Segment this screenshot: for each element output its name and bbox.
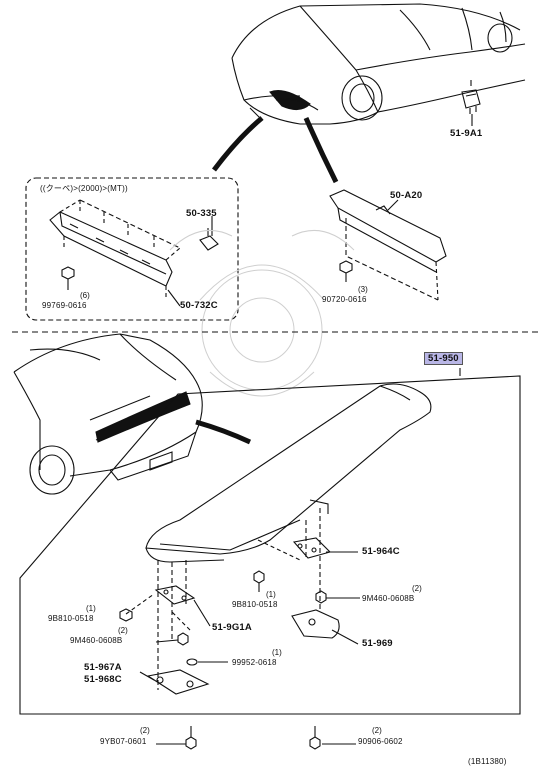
qty-9B810-mid: (1) — [266, 590, 276, 599]
clip-51-9A1 — [461, 80, 481, 126]
part-51-9G1A[interactable]: 51-9G1A — [212, 622, 252, 633]
bracket-50-A20 — [329, 189, 447, 301]
qty-9YB07: (2) — [140, 726, 150, 735]
part-50-A20[interactable]: 50-A20 — [390, 190, 423, 201]
part-99952-0618[interactable]: 99952-0618 — [232, 658, 277, 667]
part-9B810-0518-mid[interactable]: 9B810-0518 — [232, 600, 278, 609]
clip-50-335 — [199, 228, 219, 251]
bolt-9M460-left — [177, 632, 189, 646]
part-99769-0616[interactable]: 99769-0616 — [42, 301, 87, 310]
part-51-969[interactable]: 51-969 — [362, 638, 393, 649]
bracket-51-964C — [292, 537, 332, 559]
part-51-950[interactable]: 51-950 — [424, 352, 463, 365]
qty-99952: (1) — [272, 648, 282, 657]
bracket-50-732C — [49, 199, 181, 300]
bolt-99769 — [61, 266, 75, 290]
spoiler-51-950 — [145, 383, 432, 563]
washer-99952 — [186, 658, 198, 666]
part-50-732C[interactable]: 50-732C — [180, 300, 218, 311]
diagram-code: (1B11380) — [468, 757, 507, 766]
qty-9B810-left: (1) — [86, 604, 96, 613]
qty-99769: (6) — [80, 291, 90, 300]
qty-9M460-left: (2) — [118, 626, 128, 635]
subassembly-note: ((クーペ)>(2000)>(MT)) — [40, 184, 128, 193]
part-90906-0602[interactable]: 90906-0602 — [358, 737, 403, 746]
part-9M460-0608B-right[interactable]: 9M460-0608B — [362, 594, 415, 603]
plate-51-969 — [291, 609, 340, 639]
car-front-illustration — [231, 3, 526, 125]
part-51-964C[interactable]: 51-964C — [362, 546, 400, 557]
part-51-9A1[interactable]: 51-9A1 — [450, 128, 483, 139]
bolt-9B810-mid — [253, 570, 265, 592]
bolt-9M460-right — [315, 590, 327, 604]
part-9YB07-0601[interactable]: 9YB07-0601 — [100, 737, 147, 746]
bolt-9B810-left — [119, 608, 133, 622]
part-90720-0616[interactable]: 90720-0616 — [322, 295, 367, 304]
bolt-9YB07 — [185, 726, 197, 750]
part-50-335[interactable]: 50-335 — [186, 208, 217, 219]
part-9M460-0608B-left[interactable]: 9M460-0608B — [70, 636, 123, 645]
part-51-968C[interactable]: 51-968C — [84, 674, 122, 685]
plate-51-967A — [146, 669, 210, 695]
qty-90906: (2) — [372, 726, 382, 735]
bolt-90906 — [309, 726, 321, 750]
part-51-967A[interactable]: 51-967A — [84, 662, 122, 673]
car-rear-illustration — [13, 333, 203, 495]
qty-90720: (3) — [358, 285, 368, 294]
plate-51-9G1A — [154, 585, 196, 605]
part-9B810-0518-left[interactable]: 9B810-0518 — [48, 614, 94, 623]
watermark-emblem — [169, 229, 355, 397]
bolt-90720 — [339, 260, 353, 282]
qty-9M460-right: (2) — [412, 584, 422, 593]
